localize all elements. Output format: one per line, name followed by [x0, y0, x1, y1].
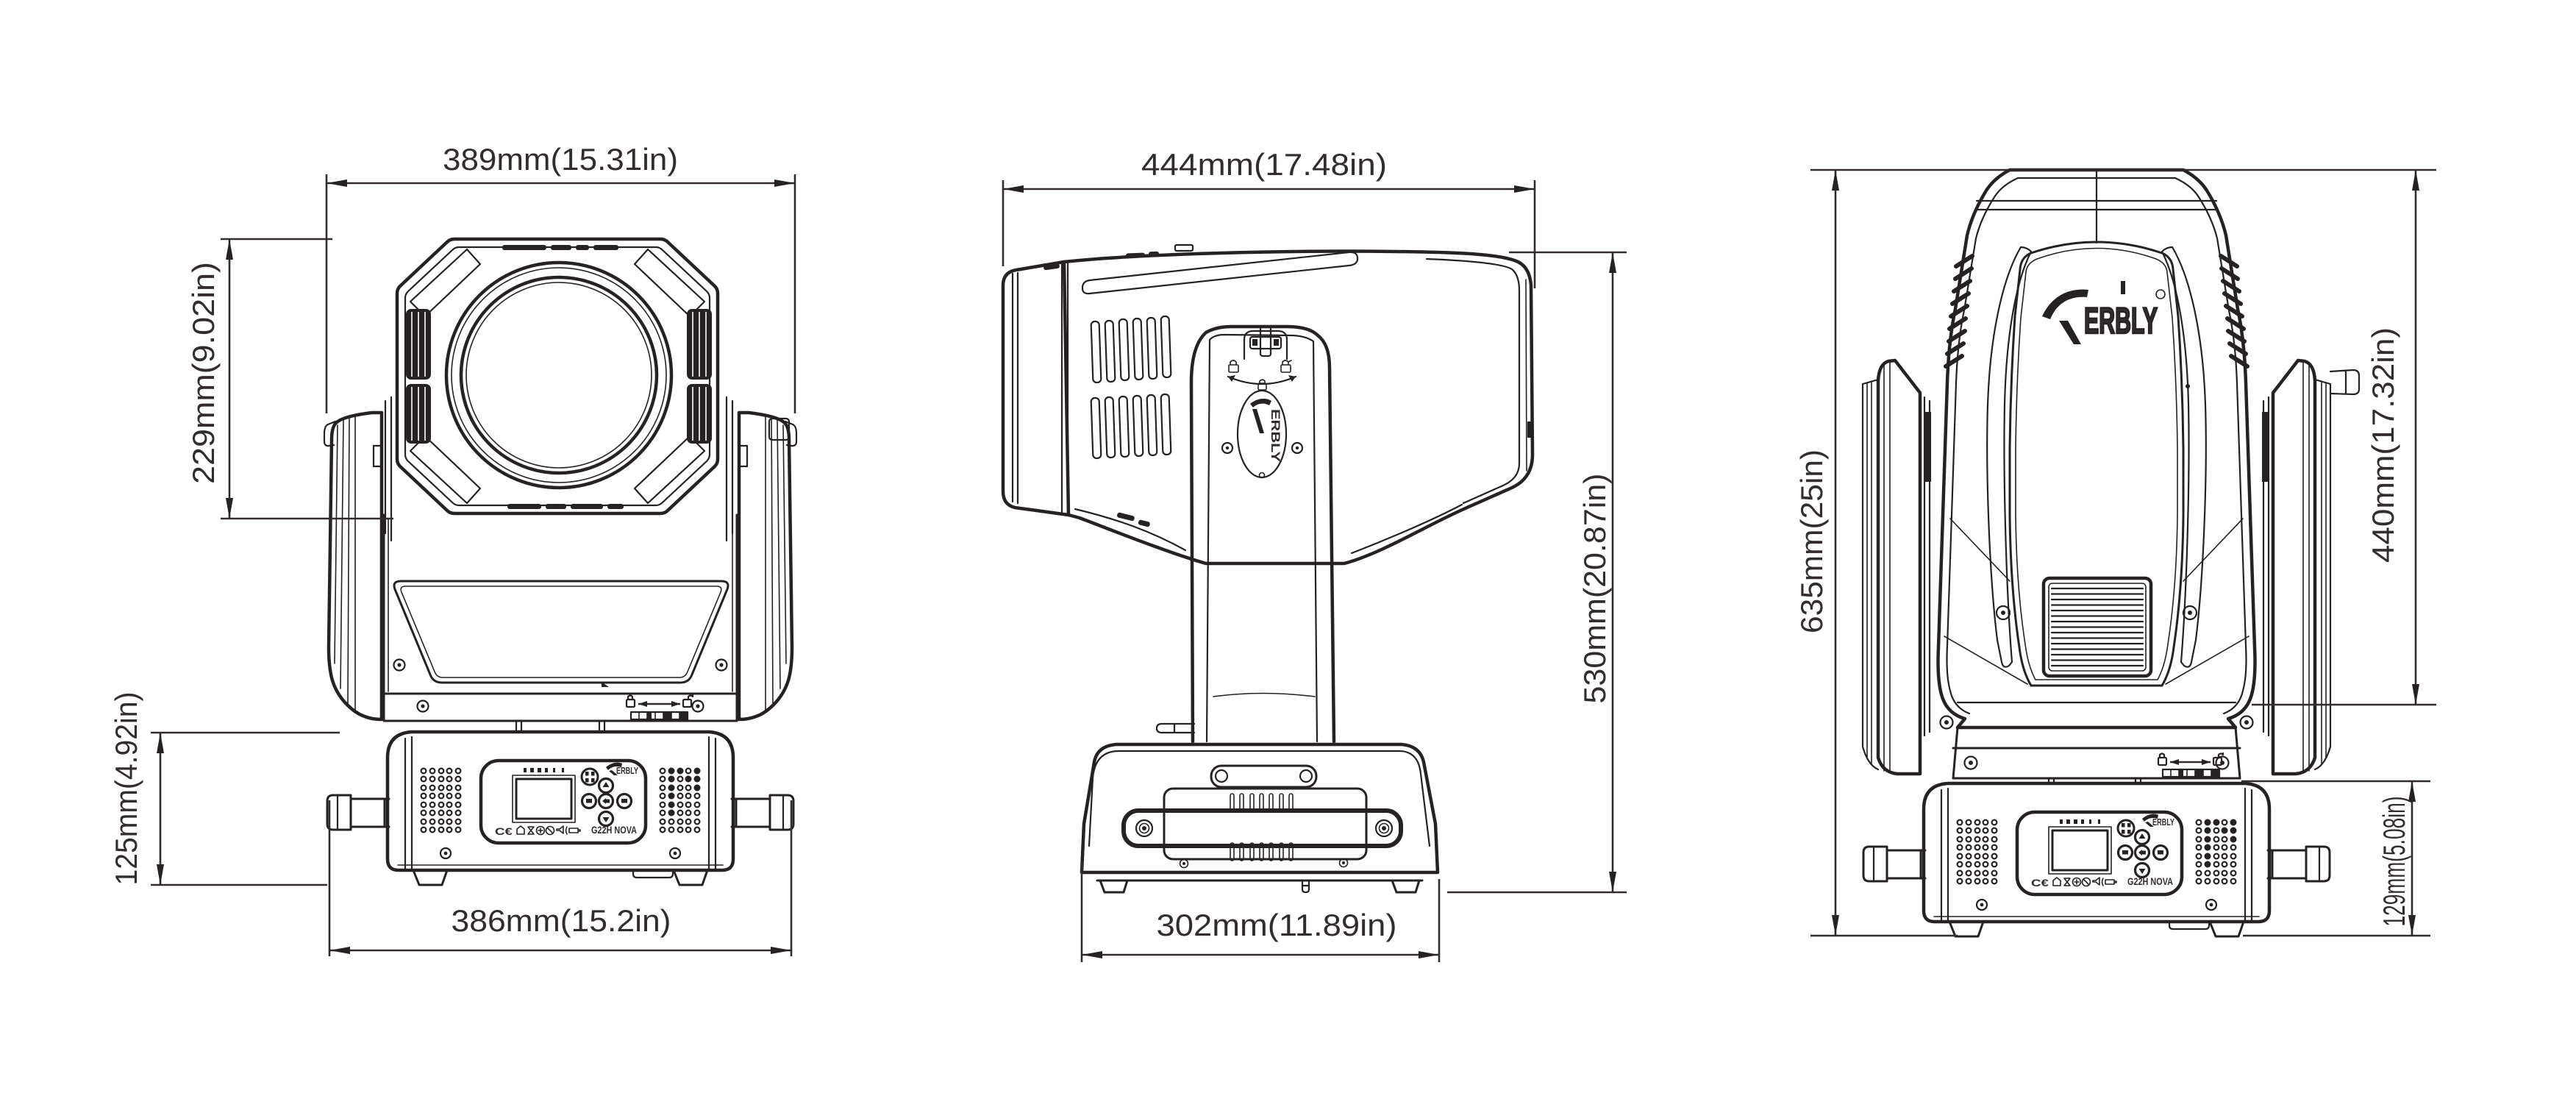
svg-text:229mm(9.02in): 229mm(9.02in) [186, 262, 221, 484]
svg-text:635mm(25in): 635mm(25in) [1794, 449, 1829, 633]
svg-text:302mm(11.89in): 302mm(11.89in) [1157, 908, 1397, 942]
svg-text:440mm(17.32in): 440mm(17.32in) [2366, 327, 2400, 563]
svg-text:386mm(15.2in): 386mm(15.2in) [452, 903, 671, 938]
svg-text:ERBLY: ERBLY [1269, 409, 1282, 463]
svg-text:ERBLY: ERBLY [616, 765, 638, 776]
svg-text:C€: C€ [495, 825, 513, 837]
svg-text:125mm(4.92in): 125mm(4.92in) [109, 692, 143, 886]
svg-text:389mm(15.31in): 389mm(15.31in) [443, 142, 678, 177]
svg-text:444mm(17.48in): 444mm(17.48in) [1141, 147, 1387, 182]
svg-text:129mm(5.08in): 129mm(5.08in) [2377, 797, 2411, 927]
svg-text:530mm(20.87in): 530mm(20.87in) [1577, 474, 1612, 704]
svg-text:G22H NOVA: G22H NOVA [591, 825, 637, 836]
svg-text:ERBLY: ERBLY [2084, 300, 2158, 341]
